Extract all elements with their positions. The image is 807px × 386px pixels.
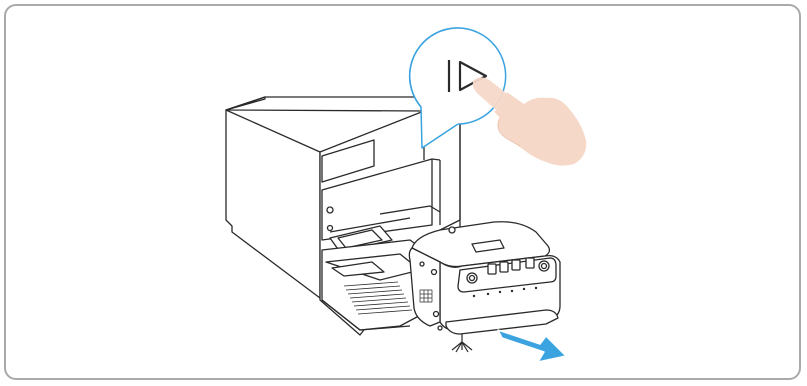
robot-unit xyxy=(409,222,560,352)
arrow-pull-out-icon xyxy=(498,330,566,362)
